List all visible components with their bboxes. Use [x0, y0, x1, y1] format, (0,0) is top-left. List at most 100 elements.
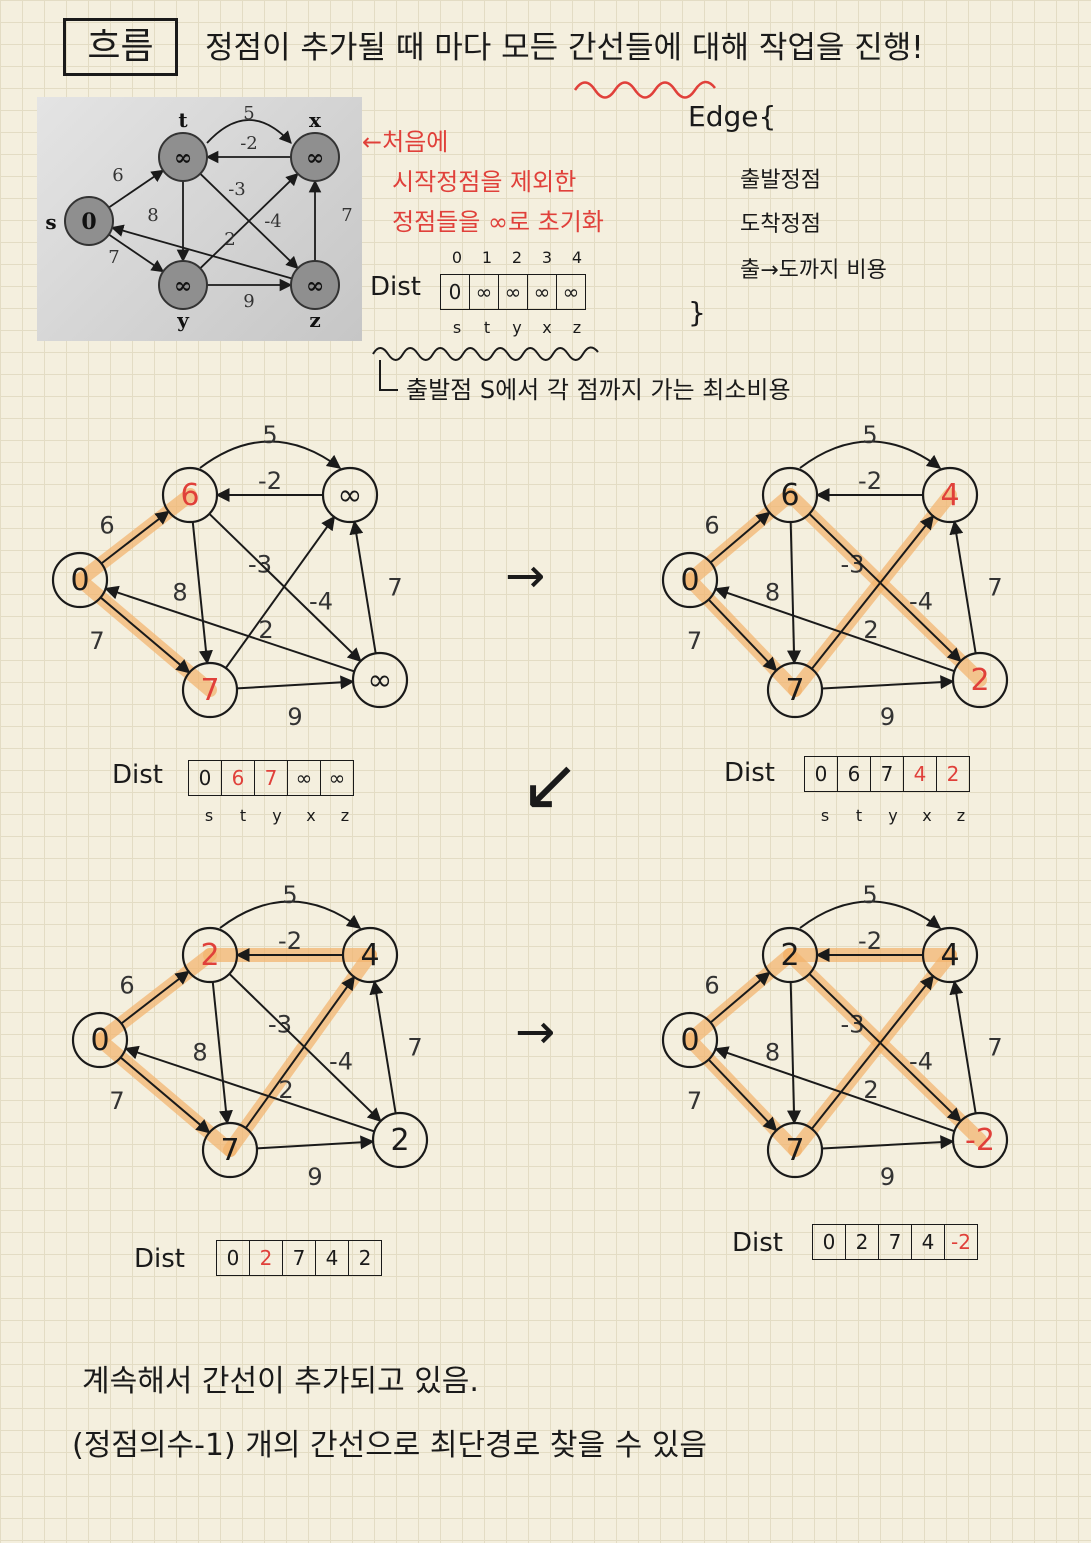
edge-zs — [124, 1045, 375, 1133]
dist-init-names-3: x — [542, 318, 552, 337]
photo-node-label-y: y — [176, 308, 190, 332]
edge-zs — [714, 1046, 955, 1133]
edge-st — [709, 971, 771, 1024]
photo-node-value-t: ∞ — [174, 145, 192, 171]
weight-st: 6 — [704, 972, 719, 1000]
dist-note-bracket — [372, 346, 599, 391]
node-t — [761, 466, 819, 524]
dist4-cell-2: 7 — [878, 1224, 912, 1260]
edge-sy — [119, 1056, 211, 1134]
edge-sy — [707, 1058, 778, 1132]
weight-zs: 2 — [863, 1076, 878, 1104]
weight-zx: 7 — [387, 574, 402, 602]
weight-tx: 5 — [282, 881, 297, 909]
dist1-cell-3: ∞ — [287, 760, 321, 796]
weight-sy: 7 — [89, 627, 104, 655]
photo-node-label-t: t — [178, 108, 188, 132]
weight-yx: -3 — [841, 1011, 865, 1039]
dist1-cell-2: 7 — [254, 760, 288, 796]
edge-zx — [949, 980, 977, 1114]
dist4-cell-1: 2 — [845, 1224, 879, 1260]
photo-node-t — [158, 132, 208, 182]
edge-tz — [808, 513, 962, 663]
weight-st: 6 — [119, 972, 134, 1000]
photo-node-label-x: x — [309, 108, 322, 132]
photo-weight-sy: 7 — [108, 247, 119, 268]
weight-ty: 8 — [765, 1039, 780, 1067]
node-value-t: 2 — [200, 938, 219, 973]
dist4-cell-3: 4 — [911, 1224, 945, 1260]
dist-init-cell-1: ∞ — [469, 274, 499, 310]
dist-init-cell-0: 0 — [440, 274, 470, 310]
weight-zx: 7 — [407, 1034, 422, 1062]
edge-ty — [786, 981, 801, 1125]
photo-edge-zs — [110, 224, 293, 280]
node-y — [181, 661, 239, 719]
node-value-x: ∞ — [338, 478, 363, 513]
edge-zx — [349, 520, 377, 654]
init-note-line3: 정점들을 ∞로 초기화 — [392, 208, 604, 236]
dist3-cell-4: 2 — [348, 1240, 382, 1276]
node-y — [766, 1121, 824, 1179]
edge-yz — [236, 675, 355, 690]
node-value-s: 0 — [90, 1023, 109, 1058]
dist2-cell-4: 2 — [936, 756, 970, 792]
edge-tz — [208, 513, 362, 663]
photo-weight-xt: -2 — [240, 133, 258, 154]
node-z — [351, 651, 409, 709]
photo-node-y — [158, 260, 208, 310]
edge-tz — [228, 973, 382, 1123]
weight-zx: 7 — [987, 574, 1002, 602]
dist-init-table: 0∞∞∞∞ — [440, 274, 586, 310]
arrow-right-1: → — [505, 548, 546, 604]
node-value-s: 0 — [680, 563, 699, 598]
edge-sy — [99, 596, 191, 674]
dist-init-names-4: z — [572, 318, 582, 337]
edge-yx — [811, 515, 935, 670]
dist3-cell-2: 7 — [282, 1240, 316, 1276]
init-note-line1: ←처음에 — [362, 128, 449, 156]
edge-field-from: 출발정점 — [740, 168, 821, 193]
footer-line2: (정점의수-1) 개의 간선으로 최단경로 찾을 수 있음 — [72, 1428, 707, 1463]
node-value-y: 7 — [785, 673, 804, 708]
photo-node-s — [64, 196, 114, 246]
node-value-t: 6 — [780, 478, 799, 513]
dist3-cell-0: 0 — [216, 1240, 250, 1276]
dist3-cell-3: 4 — [315, 1240, 349, 1276]
photo-weight-yx: -3 — [228, 179, 246, 200]
photo-weight-zs: 2 — [224, 229, 235, 250]
node-z — [371, 1111, 429, 1169]
weight-tz: -4 — [909, 1048, 933, 1076]
photo-weight-tz: -4 — [264, 211, 282, 232]
dist1-names-1: t — [239, 806, 247, 825]
dist1-names-0: s — [204, 806, 214, 825]
weight-zs: 2 — [258, 616, 273, 644]
photo-node-value-s: 0 — [81, 209, 96, 235]
edge-tx — [219, 900, 362, 929]
node-value-t: 2 — [780, 938, 799, 973]
dist-init-names-1: t — [483, 318, 491, 337]
edge-ty — [191, 521, 213, 665]
node-t — [761, 926, 819, 984]
dist-init-cell-2: ∞ — [498, 274, 528, 310]
edge-yx — [811, 975, 935, 1130]
dist2-cell-2: 7 — [870, 756, 904, 792]
node-s — [51, 551, 109, 609]
dist-init-cell-3: ∞ — [527, 274, 557, 310]
dist2-names-2: y — [888, 806, 898, 825]
node-value-s: 0 — [70, 563, 89, 598]
node-x — [921, 926, 979, 984]
photo-node-z — [290, 260, 340, 310]
node-x — [921, 466, 979, 524]
edge-tz — [808, 973, 962, 1123]
dist4-cell-4: -2 — [944, 1224, 978, 1260]
edge-st — [120, 970, 190, 1025]
dist1-cell-0: 0 — [188, 760, 222, 796]
footer-line1: 계속해서 간선이 추가되고 있음. — [82, 1364, 479, 1399]
